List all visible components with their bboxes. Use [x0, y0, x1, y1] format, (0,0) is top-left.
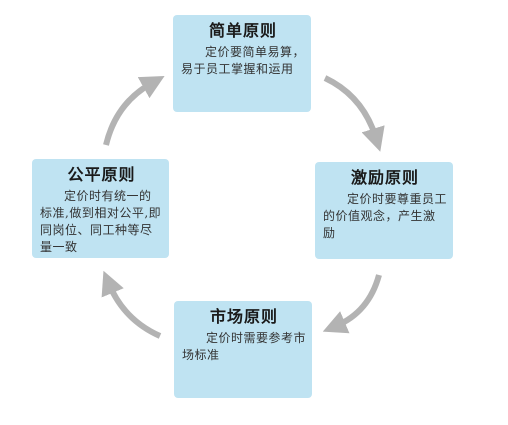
principle-title: 激励原则: [350, 168, 419, 187]
principle-box-incentive: 激励原则 定价时要尊重员工的价值观念，产生激励: [315, 162, 453, 259]
principle-description: 定价时需要参考市场标准: [182, 331, 307, 362]
principle-description: 定价要简单易算，易于员工掌握和运用: [181, 45, 306, 76]
arrow-left-to-top: [103, 76, 165, 146]
principle-box-fairness: 公平原则 定价时有统一的标准,做到相对公平,即同岗位、同工种等尽量一致: [32, 159, 169, 258]
arrow-bottom-to-left: [101, 270, 162, 339]
arrow-right-to-bottom: [322, 274, 382, 334]
arrow-top-to-right: [323, 75, 385, 152]
principle-box-simple: 简单原则 定价要简单易算，易于员工掌握和运用: [173, 15, 311, 112]
principle-description: 定价时有统一的标准,做到相对公平,即同岗位、同工种等尽量一致: [40, 189, 162, 254]
principle-title: 简单原则: [208, 21, 277, 40]
principle-title: 市场原则: [209, 307, 278, 326]
principle-box-market: 市场原则 定价时需要参考市场标准: [174, 301, 312, 398]
principle-description: 定价时要尊重员工的价值观念，产生激励: [323, 192, 448, 240]
principle-title: 公平原则: [67, 165, 136, 184]
